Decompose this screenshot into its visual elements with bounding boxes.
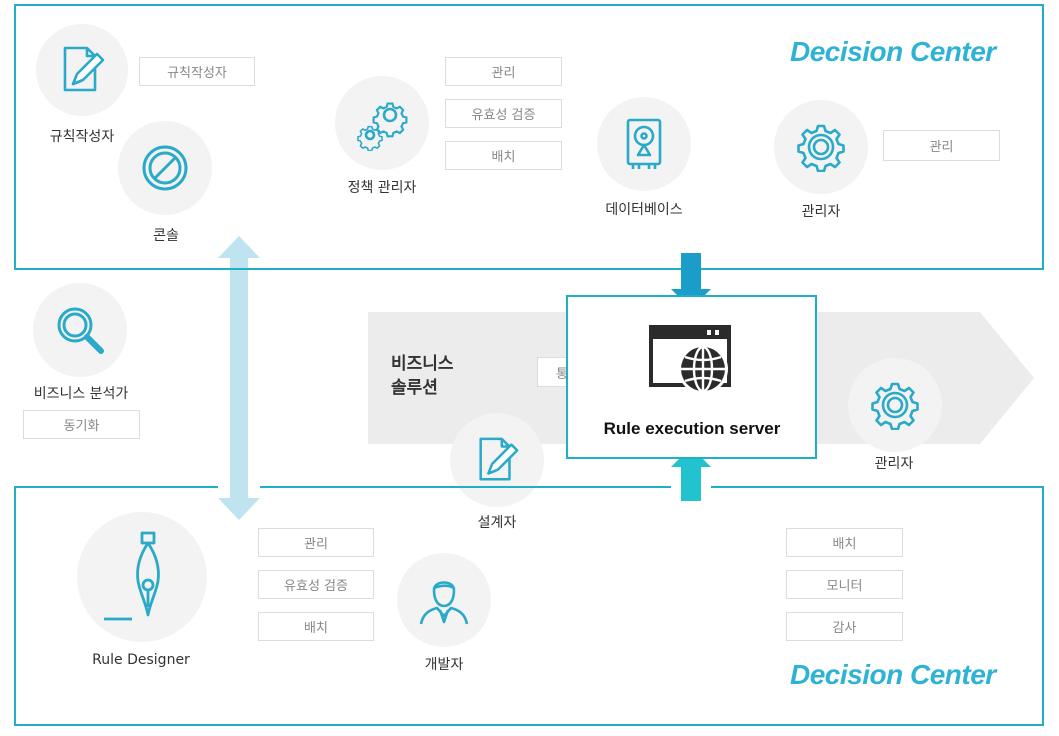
hard-disk-icon	[626, 118, 662, 169]
rule-author-avatar	[36, 24, 128, 116]
bottom-panel-top-border-right	[711, 486, 1044, 488]
administrator-avatar-top	[774, 100, 868, 194]
browser-globe-icon	[649, 325, 731, 394]
policy-manager-avatar	[335, 76, 429, 170]
business-analyst-label: 비즈니스 분석가	[33, 386, 129, 402]
policy-manager-label: 정책 관리자	[347, 180, 417, 196]
designer-tag-deploy: 배치	[258, 612, 374, 641]
arrow-up-to-server	[671, 447, 711, 501]
gear-icon	[871, 382, 919, 430]
decision-center-brand-top: Decision Center	[790, 36, 996, 67]
ops-tag-audit: 감사	[786, 612, 903, 641]
developer-avatar	[397, 553, 491, 647]
developer-label: 개발자	[424, 657, 464, 673]
database-avatar	[597, 97, 691, 191]
no-entry-icon	[142, 145, 188, 191]
rule-execution-server-title: Rule execution server	[603, 419, 781, 438]
edit-icon	[63, 46, 105, 92]
search-icon	[57, 307, 104, 354]
decision-center-top-panel	[14, 4, 1044, 270]
gears-icon	[357, 102, 408, 151]
administrator-label-mid: 관리자	[874, 456, 914, 472]
business-solution-label: 비즈니스 솔루션	[391, 352, 454, 400]
ops-tag-monitor: 모니터	[786, 570, 903, 599]
ops-tag-deploy: 배치	[786, 528, 903, 557]
database-label: 데이터베이스	[605, 202, 683, 218]
rule-author-tag: 규칙작성자	[139, 57, 255, 86]
sync-double-arrow	[218, 236, 260, 520]
rule-designer-avatar	[77, 512, 207, 642]
designer-avatar	[450, 413, 544, 507]
policy-tag-manage: 관리	[445, 57, 562, 86]
edit-icon	[479, 437, 519, 481]
console-label: 콘솔	[153, 228, 179, 244]
admin-tag-manage: 관리	[883, 130, 1000, 161]
bottom-panel-top-border-left	[14, 486, 218, 488]
rule-author-label: 규칙작성자	[49, 129, 115, 145]
user-icon	[419, 581, 469, 625]
console-avatar	[118, 121, 212, 215]
bottom-panel-top-border-mid	[260, 486, 671, 488]
business-solution-line1: 비즈니스	[391, 354, 454, 374]
pen-nib-icon	[104, 531, 160, 621]
decision-center-bottom-panel	[14, 486, 1044, 726]
policy-tag-validation: 유효성 검증	[445, 99, 562, 128]
administrator-label-top: 관리자	[801, 204, 841, 220]
business-analyst-avatar	[33, 283, 127, 377]
policy-tag-deploy: 배치	[445, 141, 562, 170]
designer-tag-manage: 관리	[258, 528, 374, 557]
business-solution-line2: 솔루션	[391, 378, 438, 398]
designer-label: 설계자	[477, 515, 517, 531]
rule-designer-label: Rule Designer	[92, 652, 190, 668]
sync-tag: 동기화	[23, 410, 140, 439]
gear-icon	[797, 124, 845, 172]
designer-tag-validation: 유효성 검증	[258, 570, 374, 599]
decision-center-brand-bottom: Decision Center	[790, 659, 996, 690]
administrator-avatar-mid	[848, 358, 942, 452]
